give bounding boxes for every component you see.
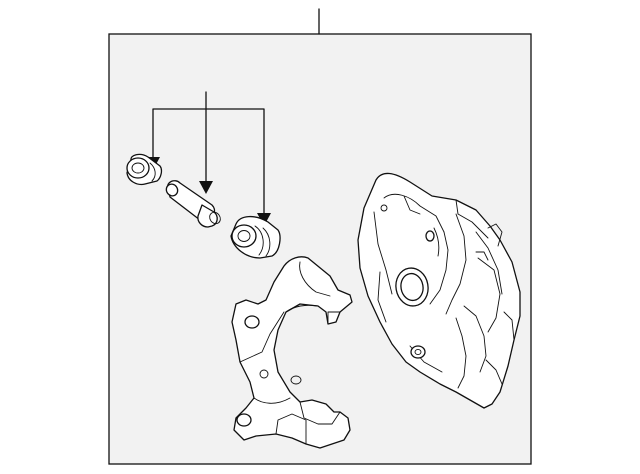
brake-caliper-body-icon xyxy=(357,172,521,409)
callout-arrow xyxy=(199,181,213,194)
caliper-support-bracket-icon xyxy=(231,256,353,449)
callout-leader xyxy=(146,91,271,226)
guide-pin-boot-icon xyxy=(126,153,163,186)
bushing-boot-icon xyxy=(230,215,281,259)
guide-pin-icon xyxy=(165,180,221,228)
